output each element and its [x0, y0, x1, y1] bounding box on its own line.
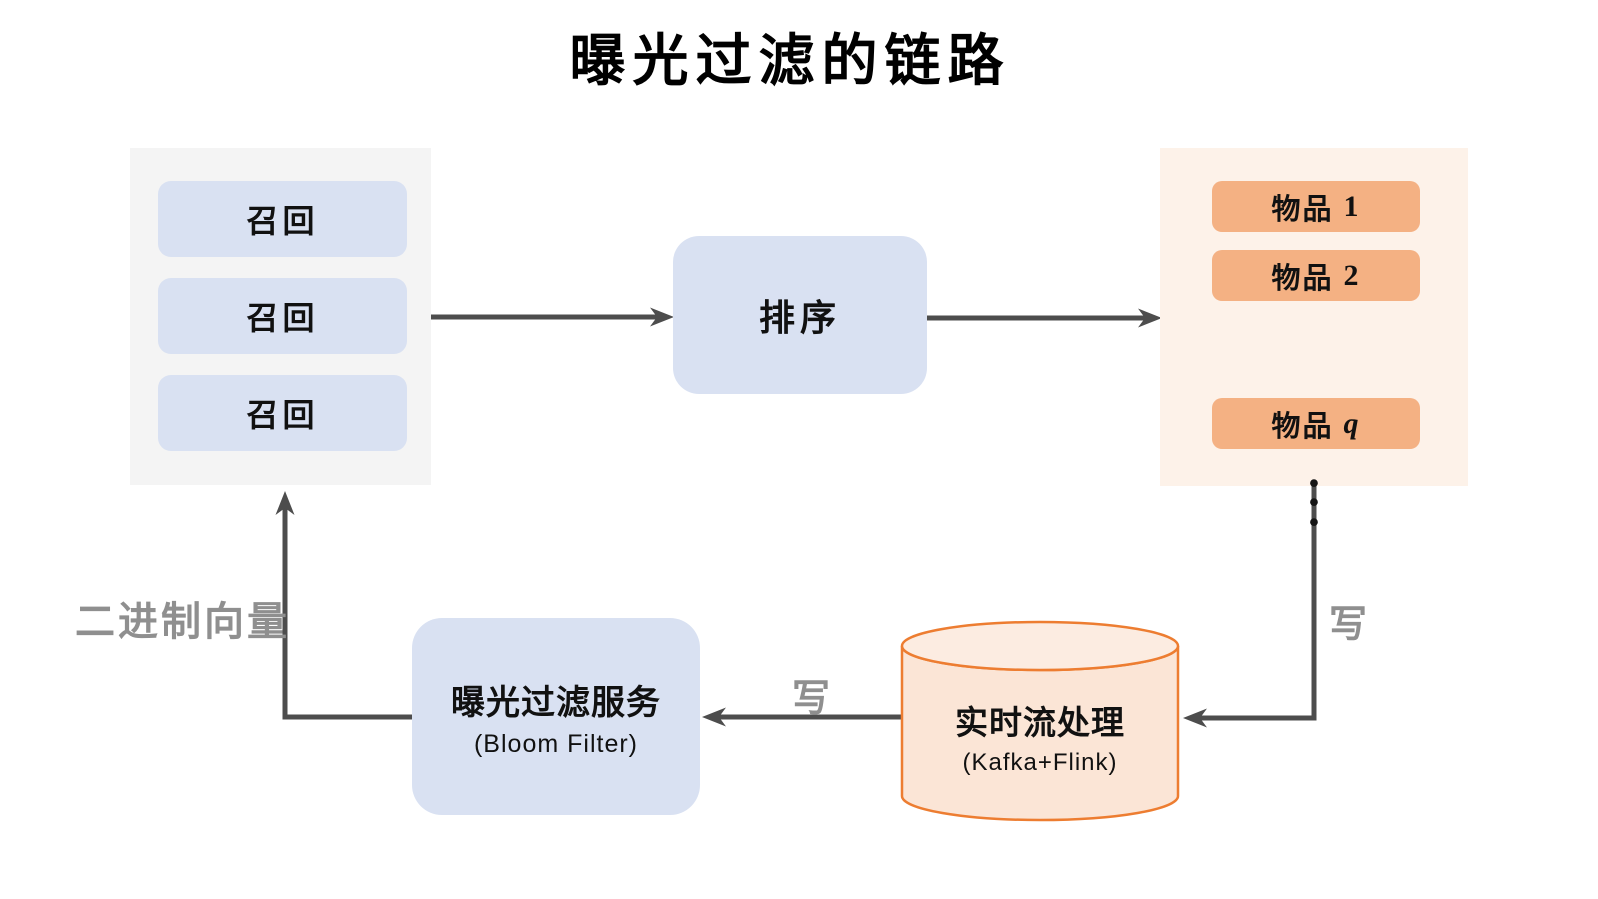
arrowhead-recall-to-rank	[650, 307, 674, 327]
arrowhead-rank-to-items	[1138, 308, 1162, 328]
stream-node: 实时流处理 (Kafka+Flink)	[899, 618, 1181, 824]
stream-node-title: 实时流处理	[955, 703, 1125, 741]
edge-bloom-to-recall	[282, 508, 412, 720]
arrowhead-bloom-to-recall	[275, 491, 295, 515]
recall-node-1: 召回	[158, 181, 407, 257]
cylinder-top-ellipse	[900, 620, 1180, 672]
items-panel: 物品 1 物品 2 • • • 物品 q	[1160, 148, 1468, 535]
recall-node-1-label: 召回	[246, 203, 319, 239]
item-node-1-label: 物品	[1271, 193, 1334, 226]
rank-node-label: 排序	[758, 297, 841, 338]
label-write-to-bloom: 写	[792, 678, 831, 720]
recall-panel: 召回 召回 召回	[130, 148, 431, 485]
item-node-q: 物品 q	[1212, 398, 1420, 449]
item-node-1-index: 1	[1343, 189, 1361, 223]
bloom-filter-subtitle: (Bloom Filter)	[473, 729, 638, 758]
item-node-2: 物品 2	[1212, 250, 1420, 301]
stream-node-subtitle: (Kafka+Flink)	[962, 748, 1118, 776]
diagram-title: 曝光过滤的链路	[569, 29, 1011, 92]
item-node-2-index: 2	[1343, 258, 1361, 292]
recall-node-3: 召回	[158, 375, 407, 451]
bloom-filter-title: 曝光过滤服务	[451, 683, 661, 722]
arrowhead-stream-to-bloom	[702, 707, 726, 727]
arrowhead-items-to-stream	[1183, 708, 1207, 728]
rank-node: 排序	[673, 236, 927, 394]
item-node-1: 物品 1	[1212, 181, 1420, 232]
item-node-q-index: q	[1343, 406, 1361, 440]
recall-node-3-label: 召回	[246, 397, 319, 433]
item-node-2-label: 物品	[1271, 262, 1334, 295]
label-write-to-stream: 写	[1329, 604, 1368, 646]
label-binary-vector: 二进制向量	[75, 600, 290, 644]
items-ellipsis: • • •	[1309, 468, 1319, 537]
item-node-q-label: 物品	[1271, 410, 1334, 443]
stream-cylinder-shape	[900, 620, 1180, 822]
recall-node-2-label: 召回	[246, 300, 319, 336]
recall-node-2: 召回	[158, 278, 407, 354]
bloom-filter-node: 曝光过滤服务 (Bloom Filter)	[412, 618, 700, 815]
